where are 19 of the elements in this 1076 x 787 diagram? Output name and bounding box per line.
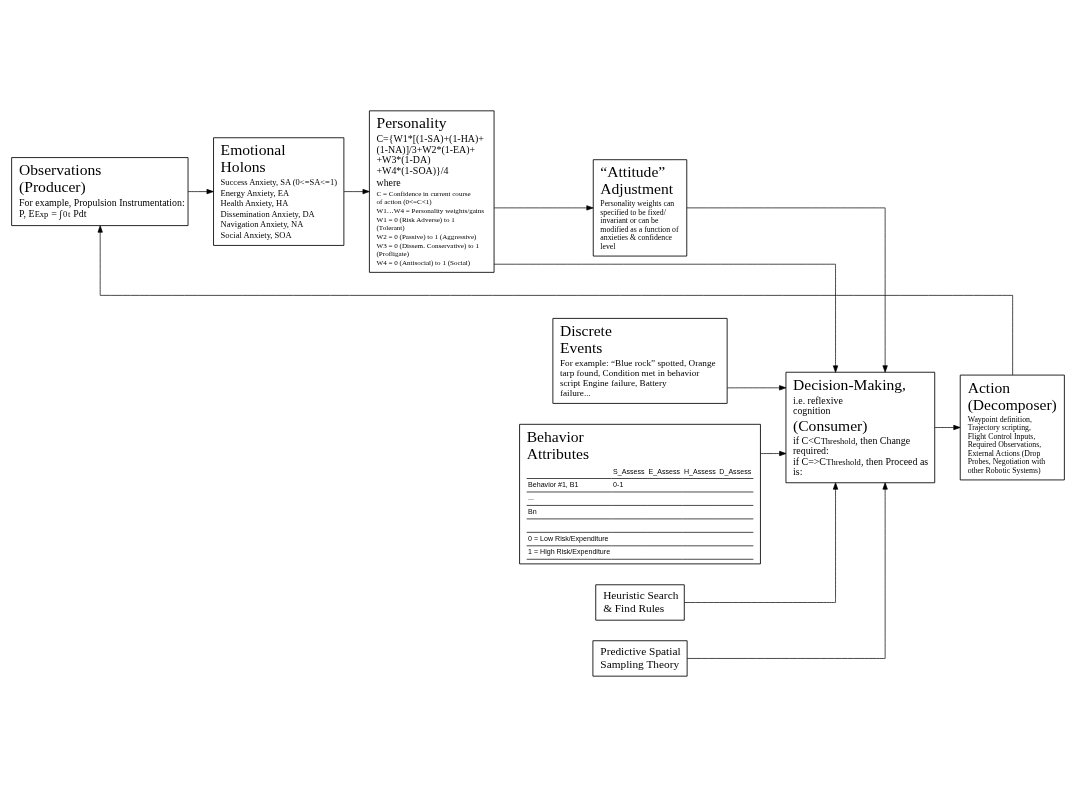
- node-box: “Attitude” Adjustment Personality weights can specified to be fixed/ invariant or can be modified as a function of anxieties & confidence level: [592, 159, 688, 257]
- arrow: [97, 225, 1013, 376]
- arrow: [187, 189, 214, 195]
- arrow: [684, 482, 839, 603]
- arrow: [343, 189, 370, 195]
- arrow: [493, 263, 839, 373]
- node-box: Discrete Events For example: “Blue rock” spotted, Orange tarp found, Condition met in behavior script Engine failure, Battery failure...: [552, 318, 728, 404]
- node-box: Heuristic Search & Find Rules: [595, 584, 685, 621]
- arrow: [686, 207, 888, 373]
- node-box: Emotional Holons Success Anxiety, SA (0<=SA<=1) Energy Anxiety, EA Health Anxiety, HA Dissemination Anxiety, DA Navigation Anxiety, NA Social Anxiety, SOA: [213, 137, 345, 246]
- arrow: [934, 424, 961, 431]
- node-box: Action (Decomposer) Waypoint definition, Trajectory scripting, Flight Control Inputs, Required Observations, External Actions (Drop Probes, Negotiation with other Robotic Systems): [959, 374, 1065, 481]
- arrow: [493, 205, 594, 211]
- node-box: Decision-Making, i.e. reflexive cognition (Consumer) if C<CThreshold, then Change required: if C=>CThreshold, then Proceed as is:: [785, 371, 936, 484]
- arrow: [686, 482, 888, 659]
- arrow: [727, 385, 787, 391]
- node-box: Observations (Producer) For example, Propulsion Instrumentation: P, EExp = ∫0t Pdt: [11, 157, 189, 227]
- arrow: [760, 450, 787, 457]
- node-box: Predictive Spatial Sampling Theory: [592, 640, 688, 677]
